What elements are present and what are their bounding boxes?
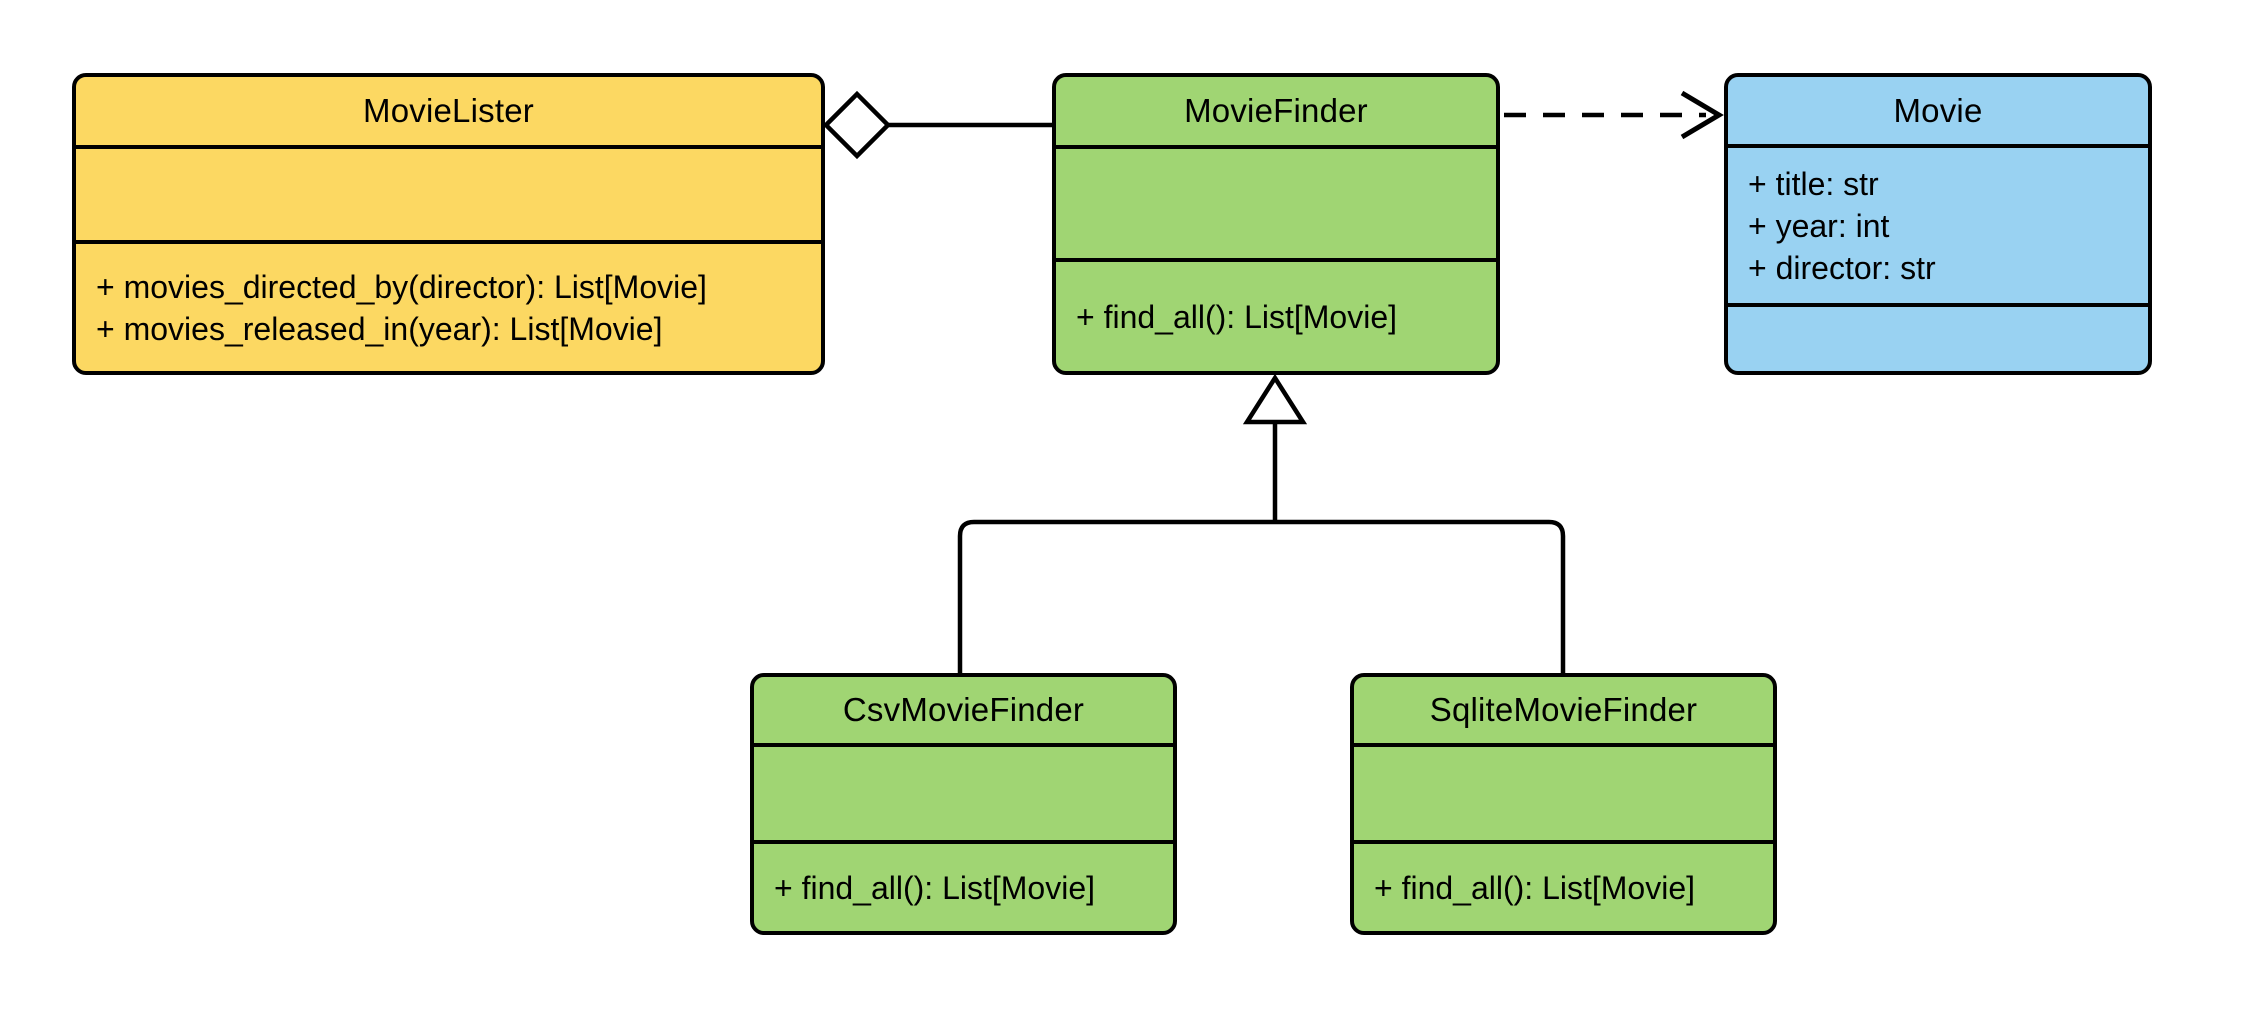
attributes-compartment: + title: str + year: int + director: str xyxy=(1728,144,2148,303)
methods-compartment: + find_all(): List[Movie] xyxy=(1354,840,1773,931)
attributes-compartment xyxy=(1354,743,1773,840)
method-item: + find_all(): List[Movie] xyxy=(1374,869,1696,906)
method-item: + find_all(): List[Movie] xyxy=(1076,298,1398,335)
class-title: Movie xyxy=(1893,91,1983,129)
open-arrowhead-icon xyxy=(1680,90,1724,140)
class-title: MovieFinder xyxy=(1184,92,1368,129)
class-box-movie: Movie + title: str + year: int + directo… xyxy=(1724,73,2152,375)
class-title: SqliteMovieFinder xyxy=(1429,691,1698,728)
methods-compartment: + find_all(): List[Movie] xyxy=(754,840,1173,931)
attribute-item: + year: int xyxy=(1748,207,1890,244)
methods-compartment xyxy=(1728,303,2148,371)
class-box-moviefinder: MovieFinder + find_all(): List[Movie] xyxy=(1052,73,1500,375)
attribute-item: + title: str xyxy=(1748,165,1879,202)
method-item: + movies_released_in(year): List[Movie] xyxy=(96,310,663,347)
attributes-compartment xyxy=(76,145,821,240)
attributes-compartment xyxy=(1056,145,1496,258)
inheritance-branch-line xyxy=(957,519,1566,673)
class-title: CsvMovieFinder xyxy=(842,691,1085,728)
class-box-movielister: MovieLister + movies_directed_by(directo… xyxy=(72,73,825,375)
aggregation-movielister-moviefinder xyxy=(822,90,1054,160)
attributes-compartment xyxy=(754,743,1173,840)
methods-compartment: + find_all(): List[Movie] xyxy=(1056,258,1496,371)
hollow-diamond-icon xyxy=(822,90,892,160)
inheritance-tree xyxy=(957,373,1566,673)
class-box-csvmoviefinder: CsvMovieFinder + find_all(): List[Movie] xyxy=(750,673,1177,935)
class-box-sqlitemoviefinder: SqliteMovieFinder + find_all(): List[Mov… xyxy=(1350,673,1777,935)
methods-compartment: + movies_directed_by(director): List[Mov… xyxy=(76,240,821,371)
method-item: + movies_directed_by(director): List[Mov… xyxy=(96,268,707,305)
class-title: MovieLister xyxy=(363,92,534,129)
attribute-item: + director: str xyxy=(1748,249,1936,286)
method-item: + find_all(): List[Movie] xyxy=(774,869,1096,906)
hollow-triangle-icon xyxy=(1242,373,1308,425)
dependency-moviefinder-movie xyxy=(1504,90,1724,140)
